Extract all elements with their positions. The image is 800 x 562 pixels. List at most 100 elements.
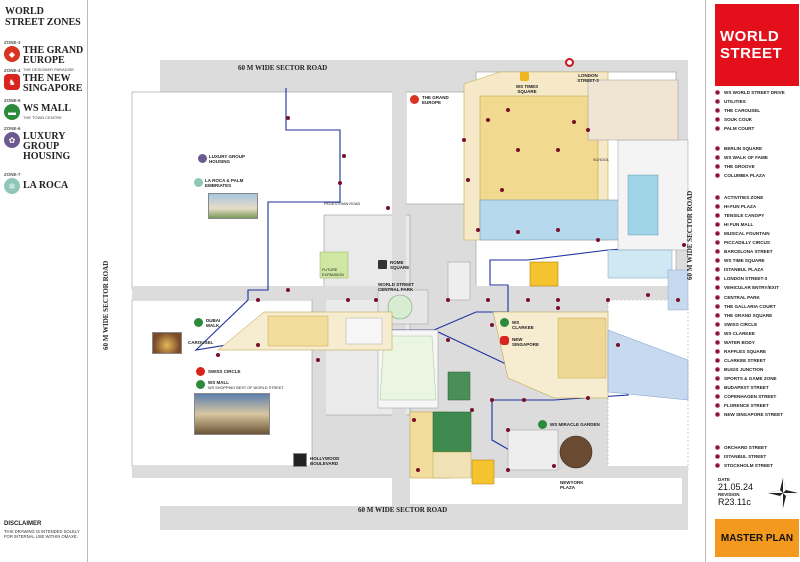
- zone-luxury-housing[interactable]: ZONE-6 ✿ LUXURY GROUP HOUSING: [4, 126, 86, 162]
- legend-label: THE GRAND SQUARE: [724, 312, 773, 318]
- la-roca-pin-icon[interactable]: [194, 178, 203, 187]
- map-label-rome-square: ROME SQUARE: [390, 260, 410, 270]
- zone-grand-europe[interactable]: ZONE-3 ◆ THE GRAND EUROPE THE DESIGNER P…: [4, 40, 86, 72]
- disclaimer-text: THIS DRAWING IS INTENDED SOLELY FOR INTE…: [4, 529, 80, 539]
- legend-item[interactable]: THE GROOVE: [715, 162, 800, 171]
- legend-item[interactable]: FLORENCE STREET: [715, 401, 800, 410]
- map-label-miracle-garden: WS MIRACLE GARDEN: [550, 422, 600, 427]
- singapore-lion-icon: ♞: [4, 74, 20, 90]
- dubai-walk-pin-icon[interactable]: [194, 318, 203, 327]
- luxury-housing-pin-icon[interactable]: [198, 154, 207, 163]
- legend-marker-icon: [715, 330, 720, 336]
- legend-item[interactable]: ORCHARD STREET: [715, 443, 800, 452]
- legend-item[interactable]: PICCADILLY CIRCUS: [715, 238, 800, 247]
- legend-item[interactable]: PALM COURT: [715, 124, 800, 133]
- zone-ws-mall[interactable]: ZONE-5 ▬ WS MALL THE TOWN CENTRE: [4, 98, 86, 120]
- swiss-circle-pin-icon[interactable]: [196, 367, 205, 376]
- legend-item[interactable]: WS WORLD STREET DRIVE: [715, 88, 800, 97]
- legend-marker-icon: [715, 375, 720, 381]
- legend-item[interactable]: THE CAROUSEL: [715, 106, 800, 115]
- legend-item[interactable]: SPORTS & GAME ZONE: [715, 374, 800, 383]
- legend-item[interactable]: COLUMBIA PLAZA: [715, 171, 800, 180]
- legend-item[interactable]: WS TIME SQUARE: [715, 256, 800, 265]
- zone-name: LA ROCA: [23, 180, 69, 191]
- zone-name: LUXURY GROUP HOUSING: [23, 131, 71, 162]
- legend-item[interactable]: ISTANBUL PLAZA: [715, 265, 800, 274]
- legend-item[interactable]: NEW SINGAPORE STREET: [715, 410, 800, 419]
- grand-europe-icon: ◆: [4, 46, 20, 62]
- legend-item[interactable]: VEHICULAR ENTRY/EXIT: [715, 283, 800, 292]
- legend-marker-icon: [715, 303, 720, 309]
- legend-marker-icon: [715, 463, 720, 469]
- miracle-garden-pin-icon[interactable]: [538, 420, 547, 429]
- legend-item[interactable]: TENSILE CANOPY: [715, 211, 800, 220]
- legend-marker-icon: [715, 412, 720, 418]
- map-marker: [490, 323, 494, 327]
- legend-item[interactable]: SWISS CIRCLE: [715, 320, 800, 329]
- legend-item[interactable]: HI-FUN PLAZA: [715, 202, 800, 211]
- site-map[interactable]: 60 M WIDE SECTOR ROAD 60 M WIDE SECTOR R…: [88, 0, 705, 562]
- legend-marker-icon: [715, 164, 720, 170]
- legend-label: WATER BODY: [724, 339, 755, 345]
- legend-marker-icon: [715, 366, 720, 372]
- map-marker: [476, 228, 480, 232]
- map-label-inner-road: PEDESTRIAN ROAD: [324, 202, 361, 206]
- legend-marker-icon: [715, 146, 720, 152]
- zone-tag: ZONE-7: [4, 172, 21, 177]
- map-marker: [470, 408, 474, 412]
- legend-item[interactable]: WS CLARKEE: [715, 329, 800, 338]
- ws-mall-pin-icon[interactable]: [196, 380, 205, 389]
- legend-item[interactable]: UTILITIES: [715, 97, 800, 106]
- legend-label: LONDON STREET-3: [724, 276, 768, 282]
- legend-item[interactable]: WATER BODY: [715, 338, 800, 347]
- legend-item[interactable]: LONDON STREET-3: [715, 274, 800, 283]
- legend-item[interactable]: BARCELONA STREET: [715, 247, 800, 256]
- road-label-left: 60 M WIDE SECTOR ROAD: [102, 260, 110, 350]
- legend-label: TENSILE CANOPY: [724, 213, 765, 219]
- ws-clarkee-pin-icon[interactable]: [500, 318, 509, 327]
- map-label-times-square: WS TIMES SQUARE: [515, 84, 539, 94]
- legend-item[interactable]: THE GALLARIA COURT: [715, 302, 800, 311]
- new-singapore-lion-icon[interactable]: [500, 336, 509, 345]
- legend-item[interactable]: CENTRAL PARK: [715, 293, 800, 302]
- legend-item[interactable]: SOUK COUK: [715, 115, 800, 124]
- map-canvas: [88, 0, 705, 562]
- map-label-ws-clarkee: WS CLARKEE: [512, 320, 534, 330]
- legend-marker-icon: [715, 117, 720, 123]
- map-marker: [676, 298, 680, 302]
- zone-new-singapore[interactable]: ZONE-4 ♞ THE NEW SINGAPORE: [4, 68, 86, 94]
- road-label-right: 60 M WIDE SECTOR ROAD: [686, 190, 694, 280]
- grand-europe-pin-icon[interactable]: [410, 95, 419, 104]
- legend-item[interactable]: HI FUN MALL: [715, 220, 800, 229]
- zone-tag: ZONE-6: [4, 126, 21, 131]
- hollywood-icon: [293, 453, 307, 467]
- legend-label: THE CAROUSEL: [724, 108, 761, 114]
- luxury-housing-icon: ✿: [4, 132, 20, 148]
- legend-item[interactable]: MUSICAL FOUNTAIN: [715, 229, 800, 238]
- map-marker: [506, 468, 510, 472]
- legend-item[interactable]: BUDAPEST STREET: [715, 383, 800, 392]
- legend-label: WS TIME SQUARE: [724, 258, 765, 264]
- legend-item[interactable]: COPENHAGEN STREET: [715, 392, 800, 401]
- legend-item[interactable]: STOCKHOLM STREET: [715, 461, 800, 470]
- map-label-la-roca: LA ROCA & PALM EMBRIATES: [205, 178, 244, 188]
- legend-item[interactable]: CLARKEE STREET: [715, 356, 800, 365]
- legend-item[interactable]: ISTANBUL STREET: [715, 452, 800, 461]
- map-marker: [490, 398, 494, 402]
- zone-la-roca[interactable]: ZONE-7 ✲ LA ROCA: [4, 172, 86, 194]
- map-marker: [526, 298, 530, 302]
- zones-panel: WORLD STREET ZONES ZONE-3 ◆ THE GRAND EU…: [0, 0, 88, 562]
- legend-label: NEW SINGAPORE STREET: [724, 412, 783, 418]
- legend-item[interactable]: WS WALK OF FAME: [715, 153, 800, 162]
- map-label-newyork-plaza: NEWYORK PLAZA: [560, 480, 584, 490]
- north-arrow-icon: [768, 478, 798, 508]
- legend-item[interactable]: RAFFLES SQUARE: [715, 347, 800, 356]
- legend-item[interactable]: BERLIN SQUARE: [715, 144, 800, 153]
- legend-item[interactable]: THE GRAND SQUARE: [715, 311, 800, 320]
- legend-item[interactable]: ACTIVITIES ZONE: [715, 193, 800, 202]
- legend-item[interactable]: BUGIS JUNCTION: [715, 365, 800, 374]
- revision-value: R23.11c: [718, 497, 751, 507]
